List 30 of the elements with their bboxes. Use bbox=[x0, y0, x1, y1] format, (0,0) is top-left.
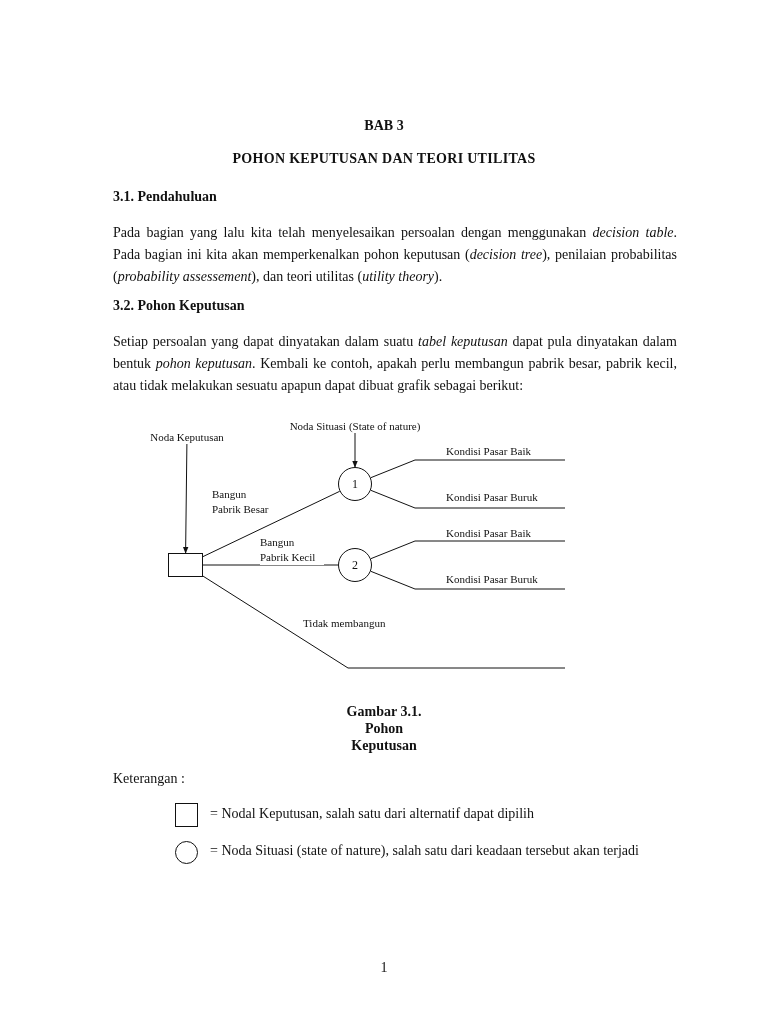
branch-line bbox=[370, 489, 566, 509]
branch-line bbox=[202, 490, 341, 558]
paragraph: Pada bagian yang lalu kita telah menyelesaikan persoalan dengan menggunakan decision table. Pada bagian ini kita akan memperkenalkan pohon keputusan (decision tree), penilaian probabilitas (probability assessement), dan teori utilitas (utility theory). bbox=[113, 224, 677, 286]
paragraph: Setiap persoalan yang dapat dinyatakan dalam suatu tabel keputusan dapat pula dinyatakan dalam bentuk pohon keputusan. Kembali ke contoh, apakah perlu membangun pabrik besar, pabrik kecil, atau tidak melakukan sesuatu apapun dapat dibuat grafik sebagai berikut: bbox=[113, 333, 677, 395]
decision-box bbox=[168, 553, 203, 577]
node-label: Noda Keputusan bbox=[150, 431, 224, 443]
node-label: Noda Situasi (State of nature) bbox=[289, 420, 421, 432]
legend-text: = Nodal Keputusan, salah satu dari alternatif dapat dipilih bbox=[210, 806, 534, 822]
chance-circle: 1 bbox=[338, 467, 372, 501]
branch-line bbox=[202, 564, 339, 566]
chapter-heading: BAB 3 bbox=[363, 118, 405, 134]
branch-line bbox=[202, 575, 566, 669]
section-heading: 3.2. Pohon Keputusan bbox=[113, 298, 245, 314]
legend-heading: Keterangan : bbox=[113, 771, 185, 787]
edge-label: Kondisi Pasar Buruk bbox=[446, 491, 538, 503]
branch-line bbox=[370, 570, 566, 590]
edge-label: Kondisi Pasar Buruk bbox=[446, 573, 538, 585]
arrow bbox=[352, 432, 358, 468]
figure-caption: Gambar 3.1. Pohon Keputusan bbox=[345, 703, 423, 754]
arrow bbox=[182, 443, 189, 554]
chance-circle: 2 bbox=[338, 548, 372, 582]
section-heading: 3.1. Pendahuluan bbox=[113, 189, 217, 205]
page-title: POHON KEPUTUSAN DAN TEORI UTILITAS bbox=[231, 151, 537, 167]
branch-line bbox=[370, 459, 566, 479]
edge-label: Kondisi Pasar Baik bbox=[446, 527, 531, 539]
branch-line bbox=[370, 540, 566, 560]
page-number: 1 bbox=[379, 960, 389, 976]
edge-label: Kondisi Pasar Baik bbox=[446, 445, 531, 457]
edge-label: Tidak membangun bbox=[303, 617, 386, 629]
legend-text: = Noda Situasi (state of nature), salah satu dari keadaan tersebut akan terjadi bbox=[210, 843, 639, 859]
